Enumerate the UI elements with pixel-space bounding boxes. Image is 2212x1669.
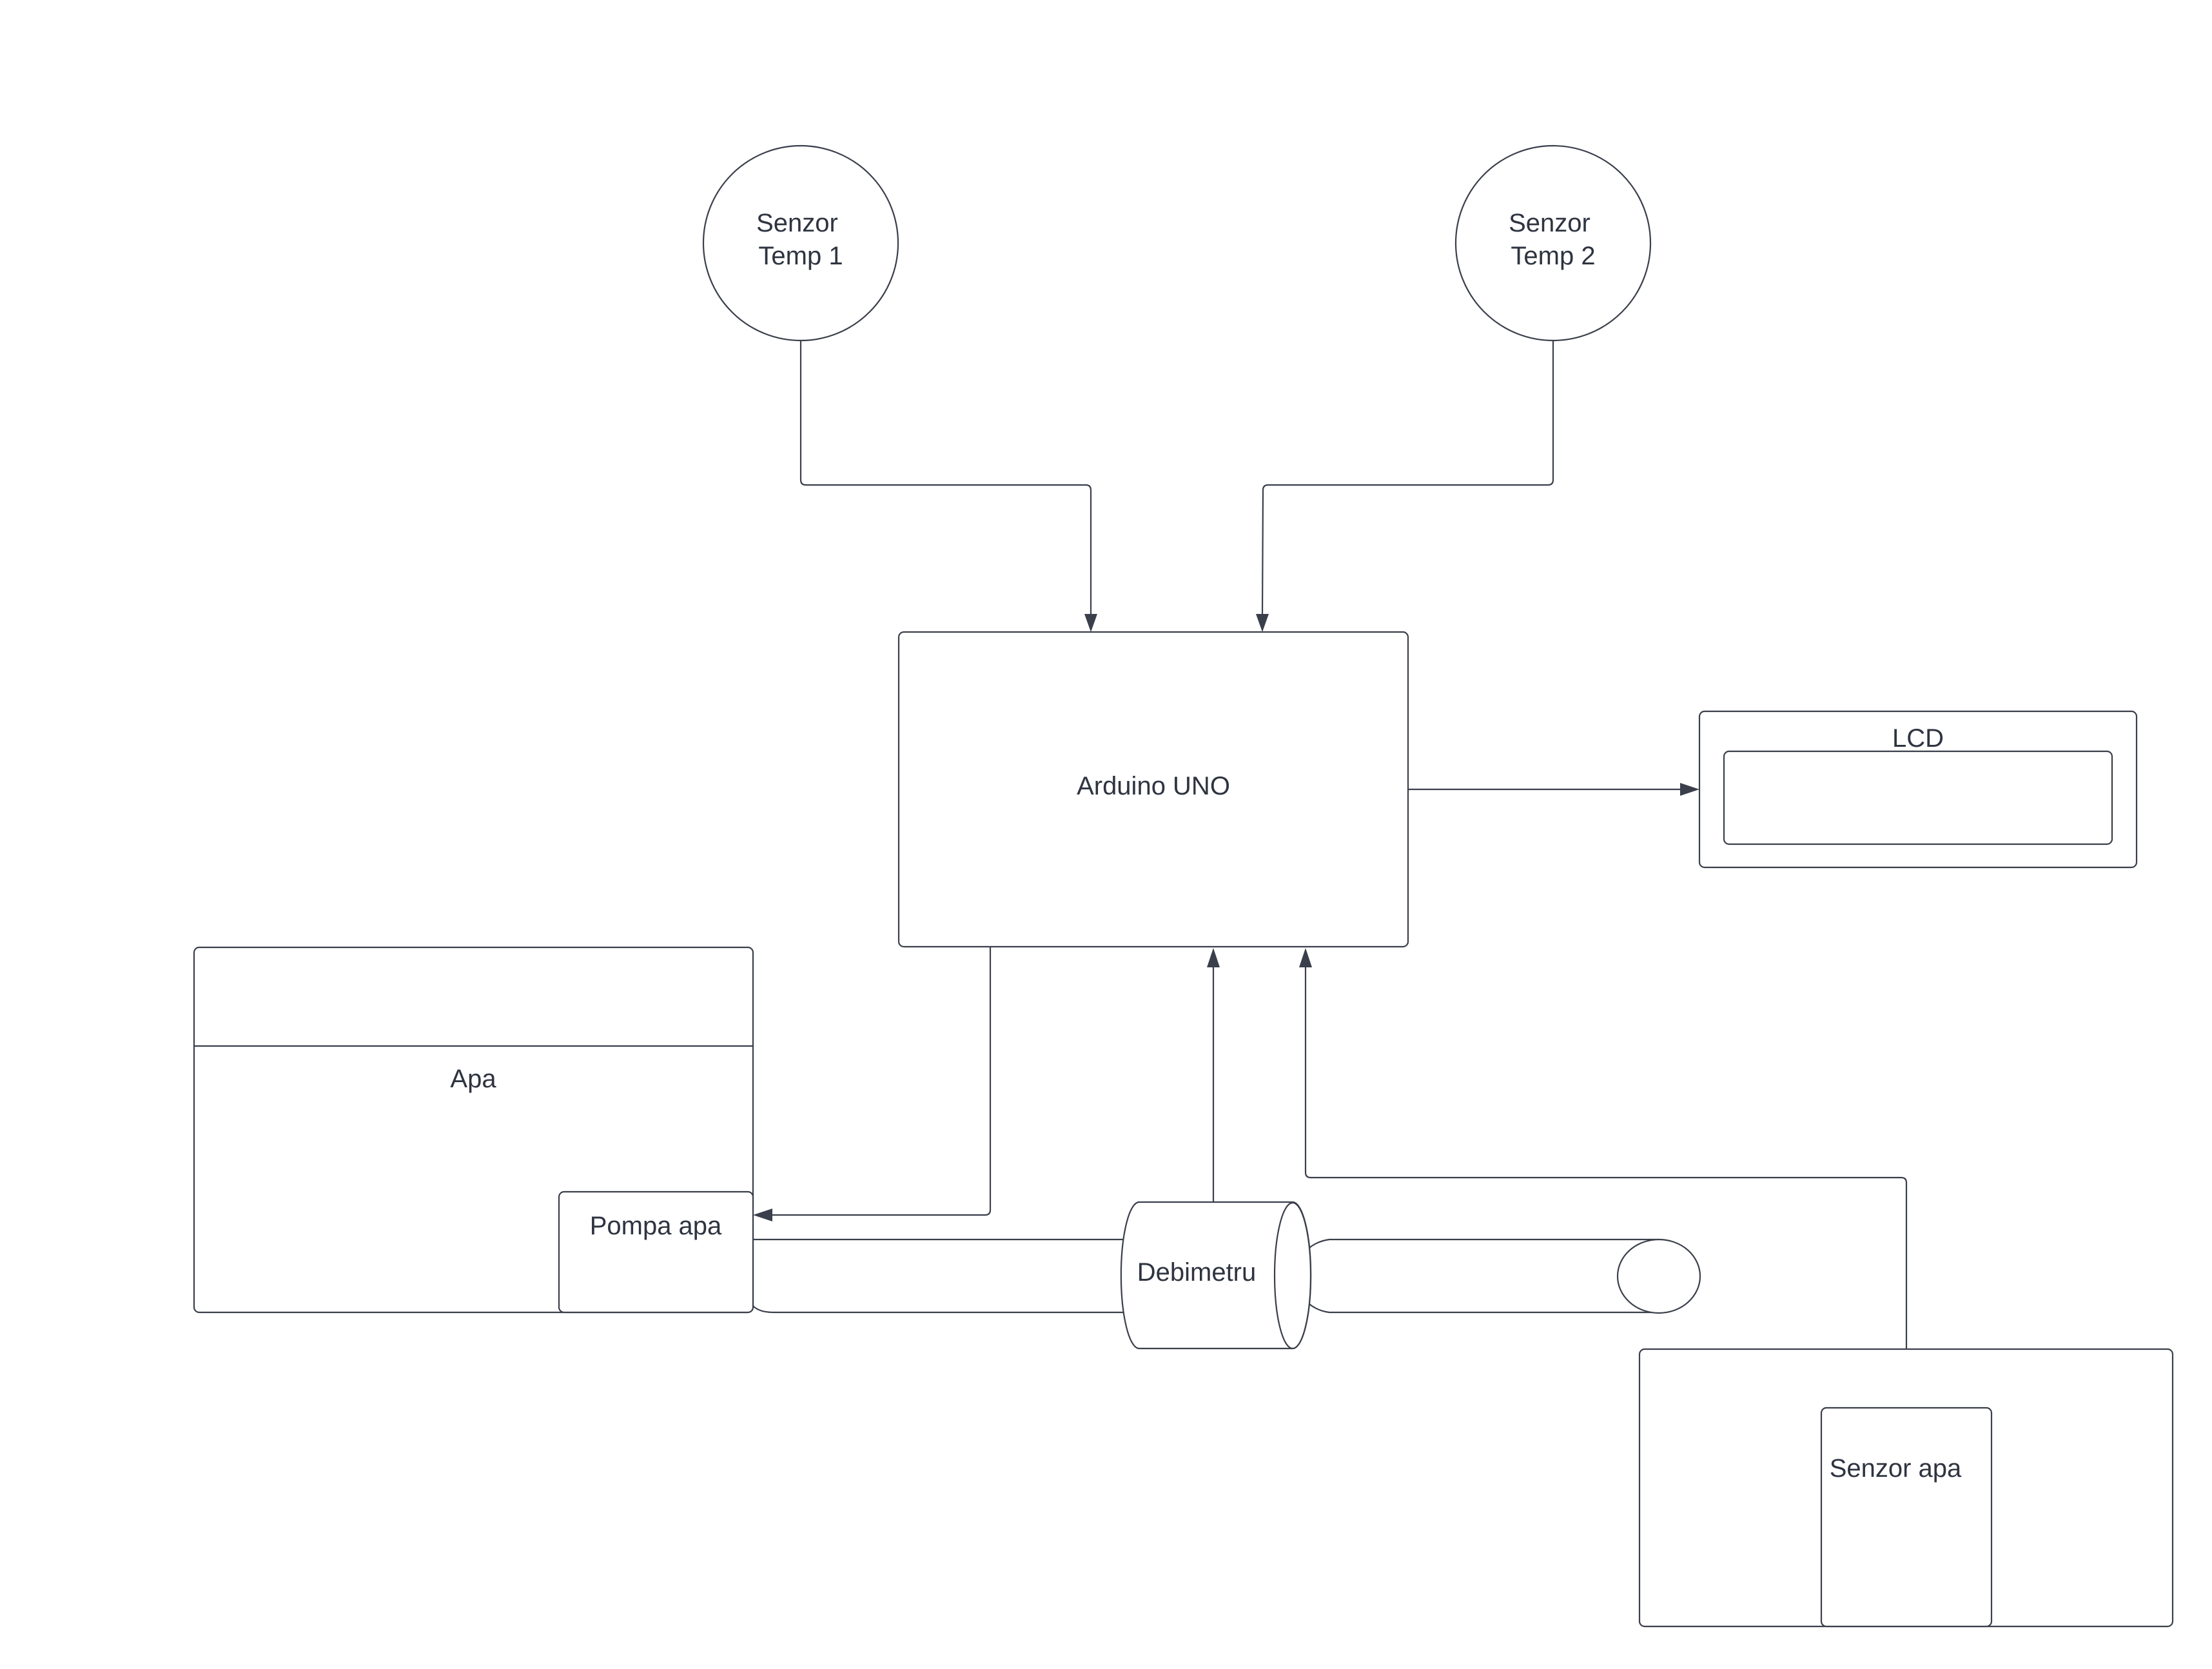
edge-senzor-temp-1-to-arduino [799, 341, 1092, 616]
pompa-apa-node: Pompa apa [558, 1190, 754, 1314]
senzor-temp-1-label-line-2: Temp 1 [758, 242, 843, 270]
edge-senzor-temp-2-to-arduino [1261, 341, 1554, 617]
pipe-right [1295, 1238, 1701, 1314]
connectors [753, 341, 1908, 1408]
apa-label: Apa [450, 1065, 496, 1093]
pipe-left [752, 1238, 1136, 1314]
arduino-node: Arduino UNO [897, 631, 1409, 948]
senzor-apa-label: Senzor apa [1830, 1454, 1962, 1483]
pompa-apa-label: Pompa apa [590, 1212, 722, 1240]
pompa-apa-box [558, 1190, 754, 1314]
arduino-label: Arduino UNO [1077, 772, 1230, 800]
edge-arduino-to-pompa-apa [771, 947, 992, 1216]
arduino-box [897, 631, 1409, 948]
senzor-temp-2-circle [1454, 144, 1652, 342]
senzor-temp-2-node: Senzor Temp 2 [1454, 144, 1652, 342]
senzor-temp-1-label: Senzor Temp 1 [756, 209, 845, 270]
debimetru-label: Debimetru [1137, 1258, 1257, 1287]
senzor-temp-1-circle [702, 144, 899, 342]
arrowhead-senzor-apa [1299, 948, 1312, 967]
pipe-right-body [1295, 1238, 1659, 1314]
edge-senzor-apa-to-arduino [1304, 966, 1908, 1408]
arrowhead-senzor-temp-1 [1084, 614, 1097, 632]
senzor-temp-2-label-line-1: Senzor [1509, 209, 1590, 237]
senzor-apa-box [1820, 1407, 1993, 1628]
senzor-temp-2-label-line-2: Temp 2 [1511, 242, 1595, 270]
senzor-temp-1-label-line-1: Senzor [756, 209, 838, 237]
arrowhead-debimetru [1207, 948, 1220, 967]
senzor-apa-node: Senzor apa [1638, 1348, 2174, 1628]
senzor-temp-2-label: Senzor Temp 2 [1509, 209, 1598, 270]
lcd-node: LCD [1698, 710, 2138, 869]
debimetru-node: Debimetru [1120, 1201, 1312, 1350]
arrowhead-lcd [1680, 783, 1699, 796]
lcd-label: LCD [1892, 724, 1944, 753]
lcd-screen [1723, 750, 2113, 845]
arrowhead-senzor-temp-2 [1256, 614, 1269, 632]
senzor-temp-1-node: Senzor Temp 1 [702, 144, 899, 342]
pipe-right-end-cap [1616, 1238, 1701, 1314]
arrowhead-pompa-apa [753, 1209, 772, 1221]
debimetru-end-ellipse [1273, 1201, 1312, 1350]
